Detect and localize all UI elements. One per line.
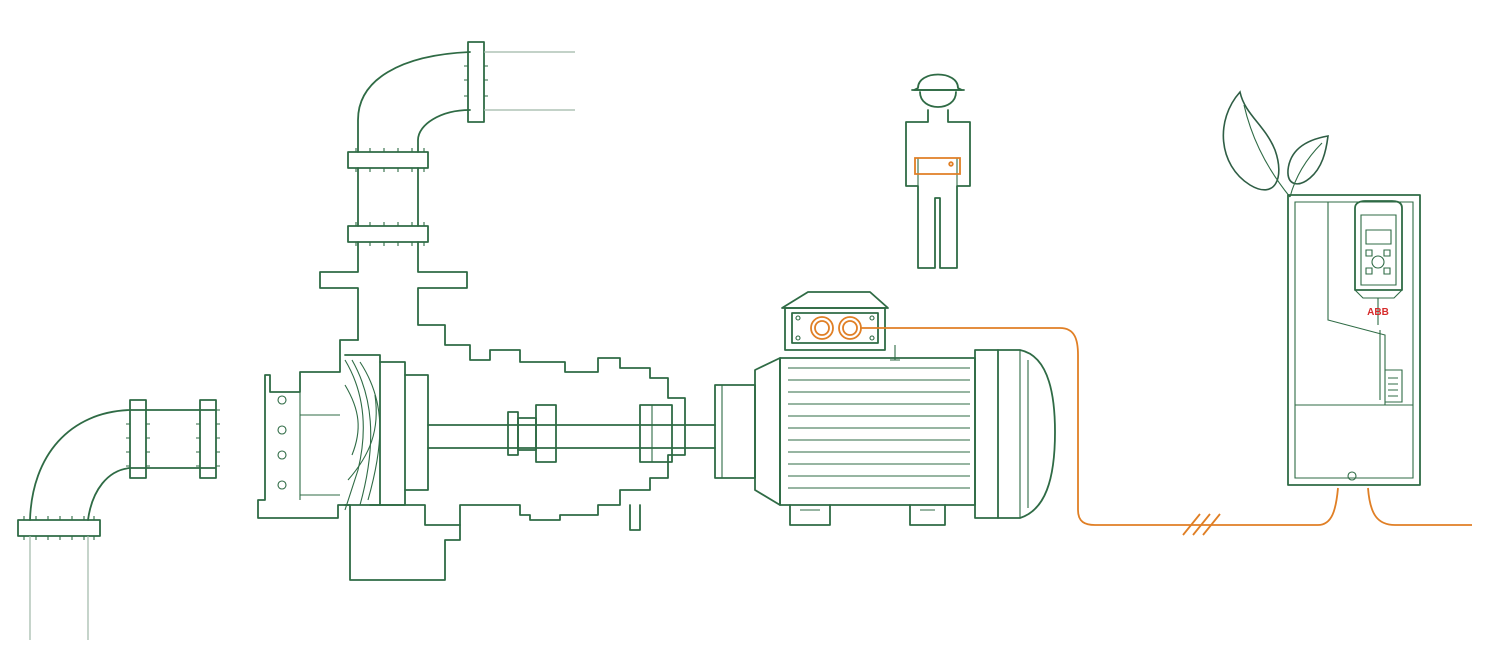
leaf-icon <box>1222 90 1329 198</box>
inlet-pipe-icon <box>17 399 220 640</box>
pump-icon <box>257 241 716 581</box>
power-cable-icon <box>860 327 1472 536</box>
variable-speed-drive-icon: ABB <box>1287 194 1421 486</box>
motor-icon <box>714 291 1056 526</box>
discharge-pipe-icon <box>347 41 575 246</box>
cable-gland-icon <box>810 316 862 340</box>
drive-brand-logo: ABB <box>1367 307 1389 318</box>
worker-icon <box>905 73 971 269</box>
